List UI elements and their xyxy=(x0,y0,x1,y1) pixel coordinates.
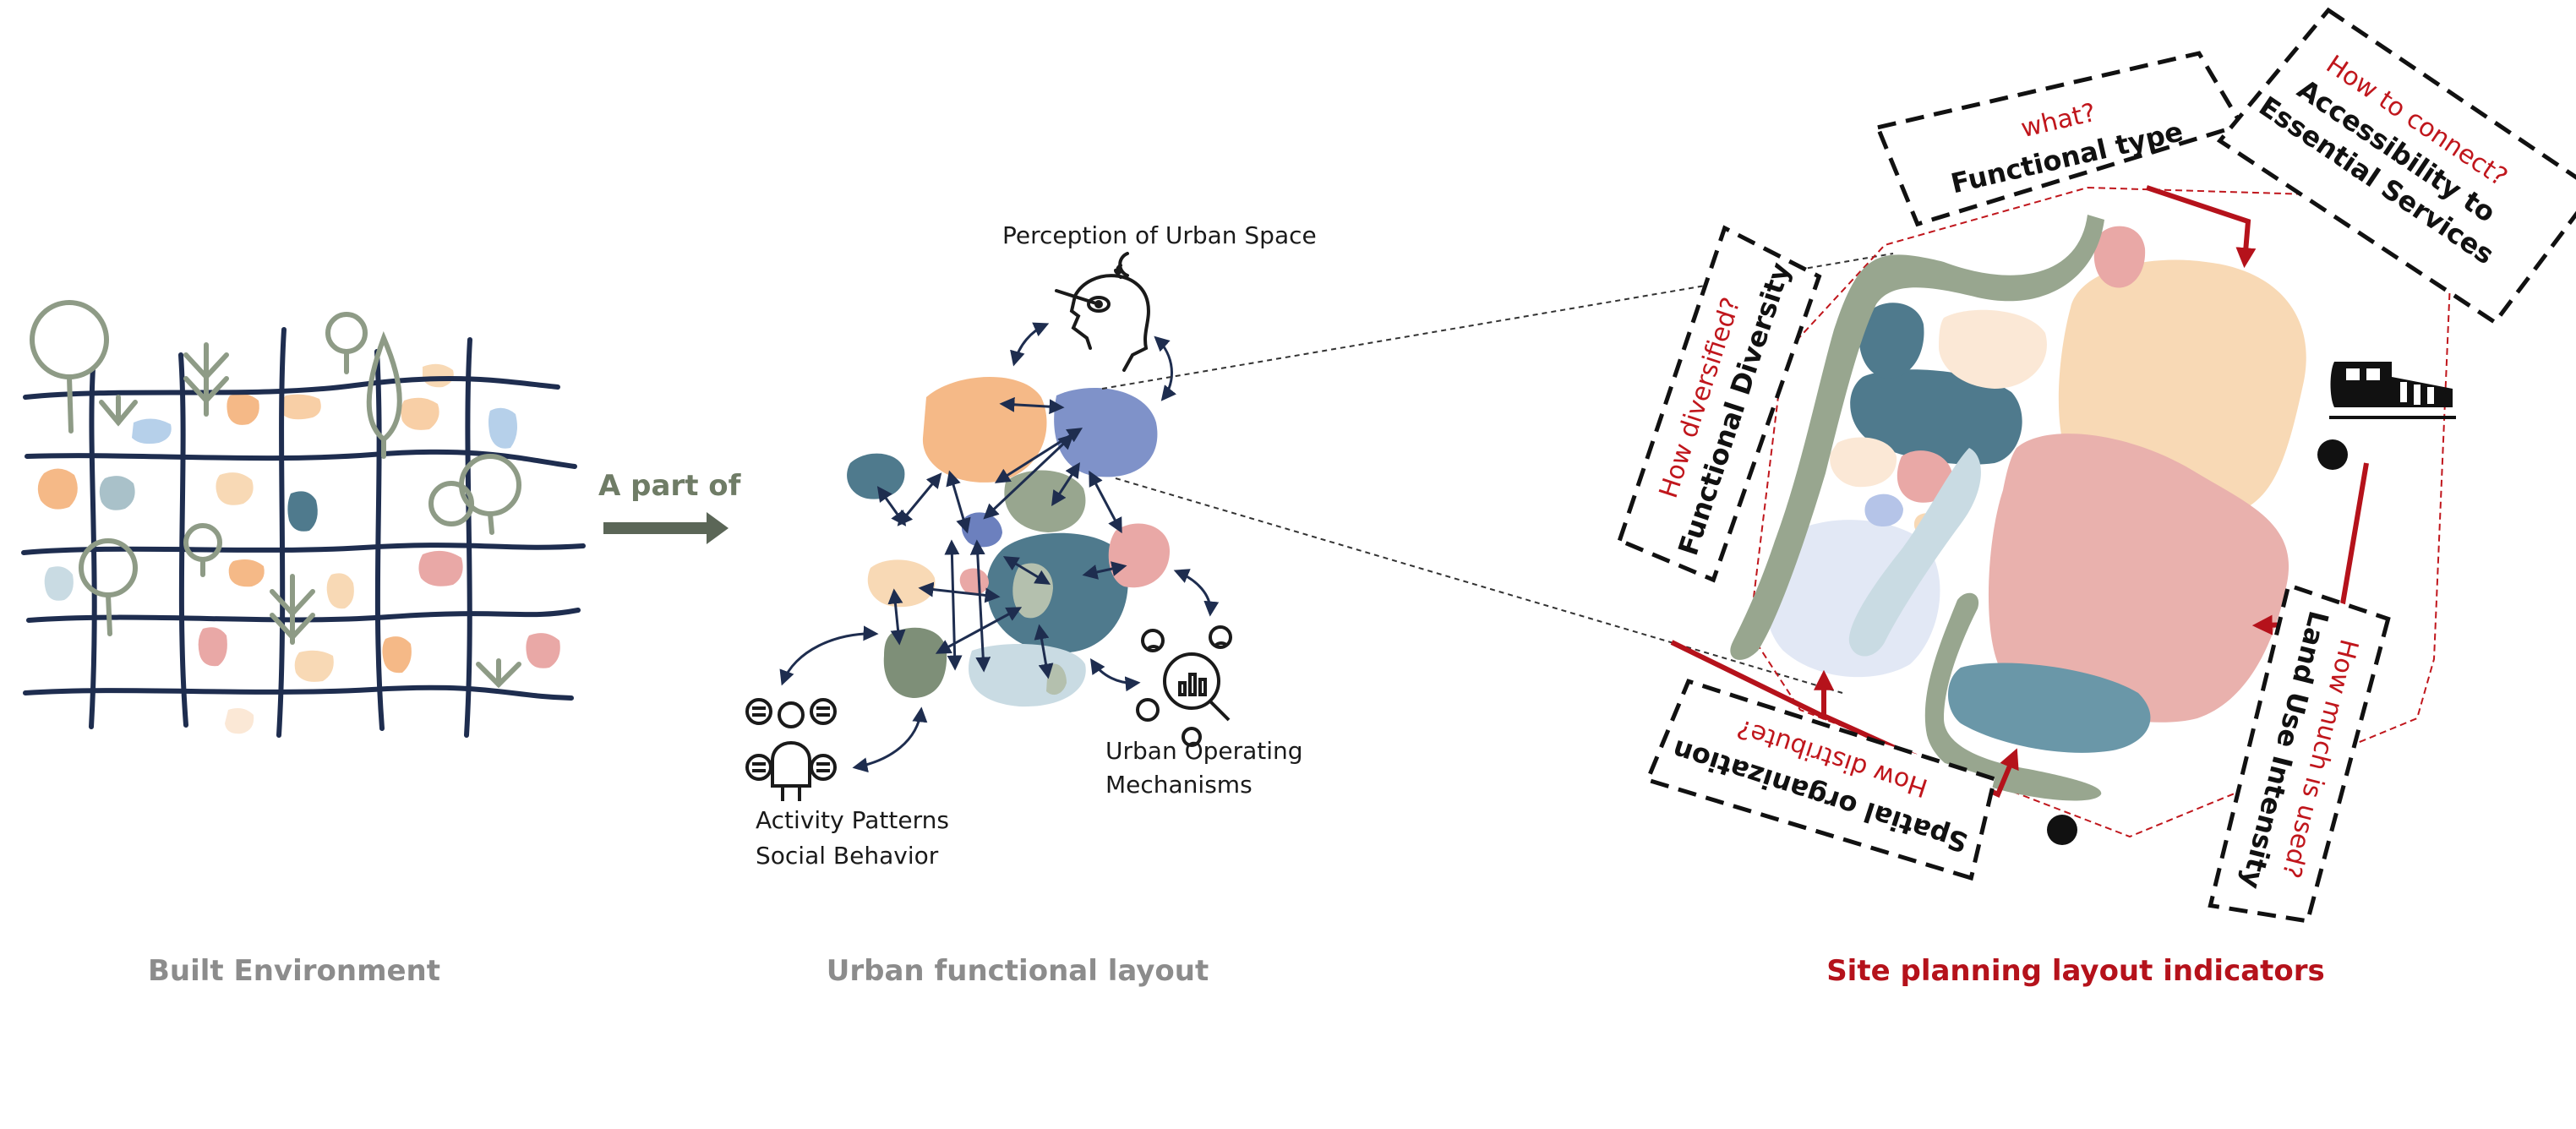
site-cream-block xyxy=(1939,309,2047,389)
built-environment-grid xyxy=(21,300,586,738)
connector-label: A part of xyxy=(598,469,742,503)
tree-icon xyxy=(476,658,521,689)
site-pink-top xyxy=(2093,226,2146,288)
blob-light-blue xyxy=(969,644,1086,707)
road-network xyxy=(21,327,586,738)
activity-label-line1: Activity Patterns xyxy=(756,806,949,834)
tree-icons xyxy=(30,300,521,689)
site-cream-small xyxy=(1830,437,1897,488)
site-blue-small xyxy=(1864,494,1903,527)
tree-icon xyxy=(183,523,222,577)
mechanisms-label-line1: Urban Operating xyxy=(1105,737,1303,765)
connector: A part of xyxy=(598,469,742,544)
site-pink-small xyxy=(1897,450,1953,503)
head-perception-icon xyxy=(1055,252,1150,372)
perception-label: Perception of Urban Space xyxy=(1002,221,1317,249)
blob-teal-large xyxy=(986,532,1128,653)
site-lightblue-strip xyxy=(1848,448,1981,657)
site-teal-block xyxy=(1850,369,2022,465)
blob-sage xyxy=(1004,470,1086,532)
section-title-built-environment: Built Environment xyxy=(148,954,440,988)
site-boundary xyxy=(1748,186,2453,838)
zoom-lines xyxy=(1101,253,1894,694)
blob-teal-small xyxy=(847,453,905,499)
blob-peach xyxy=(867,559,936,608)
blob-blue xyxy=(1054,387,1158,477)
interaction-arrows xyxy=(779,322,1220,773)
indicator-accessibility: How to connect? Accessibility to Essenti… xyxy=(2216,7,2576,325)
analytics-magnifier-icon xyxy=(1136,625,1232,747)
tree-icon xyxy=(325,312,368,374)
blob-pink xyxy=(1108,523,1170,588)
people-activity-icon xyxy=(745,698,837,801)
blob-orange xyxy=(922,376,1047,483)
tree-icon xyxy=(270,574,315,645)
section-title-functional-layout: Urban functional layout xyxy=(827,954,1209,988)
mechanisms-label-line2: Mechanisms xyxy=(1105,771,1253,799)
station-dot-icon xyxy=(2317,439,2348,470)
tree-icon xyxy=(366,330,402,459)
site-pink-block xyxy=(1988,434,2289,723)
station-dot-icon xyxy=(2047,815,2077,845)
blob-sage-square xyxy=(883,627,947,698)
functional-layout-cluster: Perception of Urban Space Activity Patte… xyxy=(745,221,1317,870)
function-blobs xyxy=(847,376,1170,707)
train-icon xyxy=(2329,362,2456,419)
tree-icon xyxy=(99,395,138,427)
arrow-right-icon xyxy=(603,512,729,544)
activity-label-line2: Social Behavior xyxy=(756,842,939,870)
tree-icon xyxy=(30,300,109,434)
tree-icon xyxy=(183,342,229,417)
blob-pink-small xyxy=(959,568,989,596)
blob-blue-small xyxy=(961,512,1002,548)
site-teal-bottom xyxy=(1948,663,2151,753)
land-use-patches xyxy=(37,363,560,734)
site-teal-small xyxy=(1858,303,1924,379)
tree-icon xyxy=(428,454,521,535)
green-corridor xyxy=(1730,215,2104,660)
site-plan xyxy=(1670,185,2456,845)
tree-icon xyxy=(79,538,138,636)
section-title-site-planning: Site planning layout indicators xyxy=(1826,954,2325,988)
